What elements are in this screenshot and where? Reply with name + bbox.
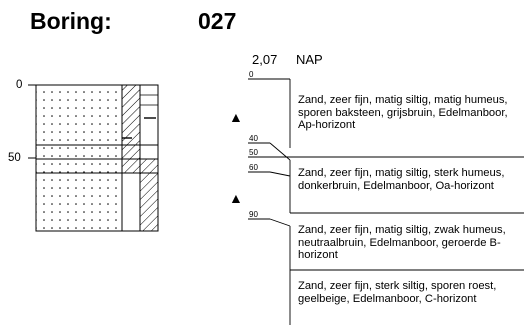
leader-lines: [248, 79, 524, 325]
lithology-column: [36, 85, 158, 231]
